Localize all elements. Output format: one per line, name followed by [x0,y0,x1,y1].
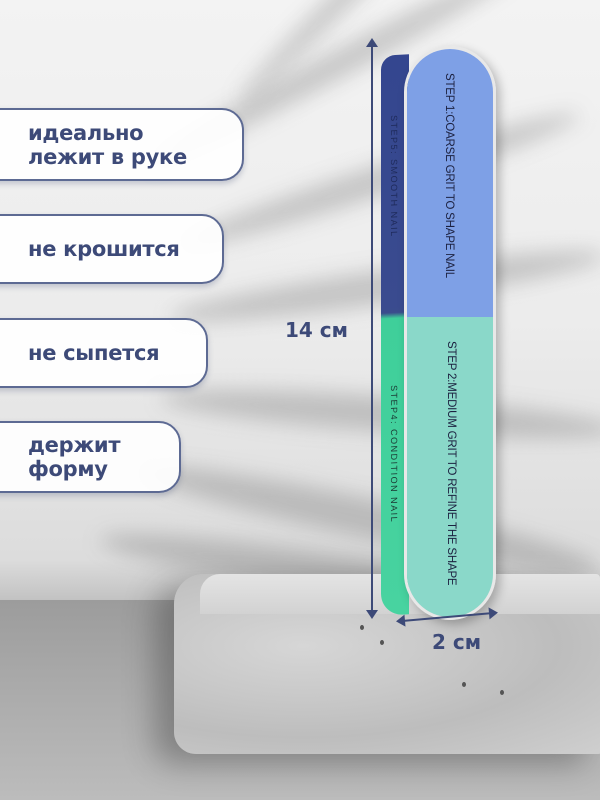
side-top-text: STEP5: SMOOTH NAIL [389,114,399,238]
face-top-text: STEP 1:COARSE GRIT TO SHAPE NAIL [443,73,455,278]
palm-shadow [158,380,600,449]
side-bottom-text: STEP4: CONDITION NAIL [389,384,399,524]
stone-speck [380,640,384,645]
stone-speck [360,625,364,630]
feature-label: не сыпется [28,341,160,365]
feature-label: не крошится [28,237,180,261]
feature-pill-holds-shape: держит форму [0,421,181,493]
feature-pill-no-shedding: не сыпется [0,318,208,388]
arrow-up-icon [366,38,378,47]
stone-speck [500,690,504,695]
stone-speck [462,682,466,687]
face-medium-section: STEP 2:MEDIUM GRIT TO REFINE THE SHAPE [407,317,493,617]
face-bottom-text: STEP 2:MEDIUM GRIT TO REFINE THE SHAPE [445,341,457,586]
feature-pill-ergonomic: идеально лежит в руке [0,108,244,181]
feature-label: идеально лежит в руке [28,120,187,169]
height-dimension-line [371,42,373,612]
arrow-down-icon [366,610,378,619]
arrow-left-icon [395,614,406,628]
width-label: 2 см [432,630,482,654]
feature-pill-no-crumble: не крошится [0,214,224,284]
arrow-right-icon [488,606,499,620]
feature-label: держит форму [28,433,121,481]
height-label: 14 см [285,318,348,342]
nail-file-face: STEP 1:COARSE GRIT TO SHAPE NAIL STEP 2:… [404,46,496,620]
face-coarse-section: STEP 1:COARSE GRIT TO SHAPE NAIL [407,49,493,317]
